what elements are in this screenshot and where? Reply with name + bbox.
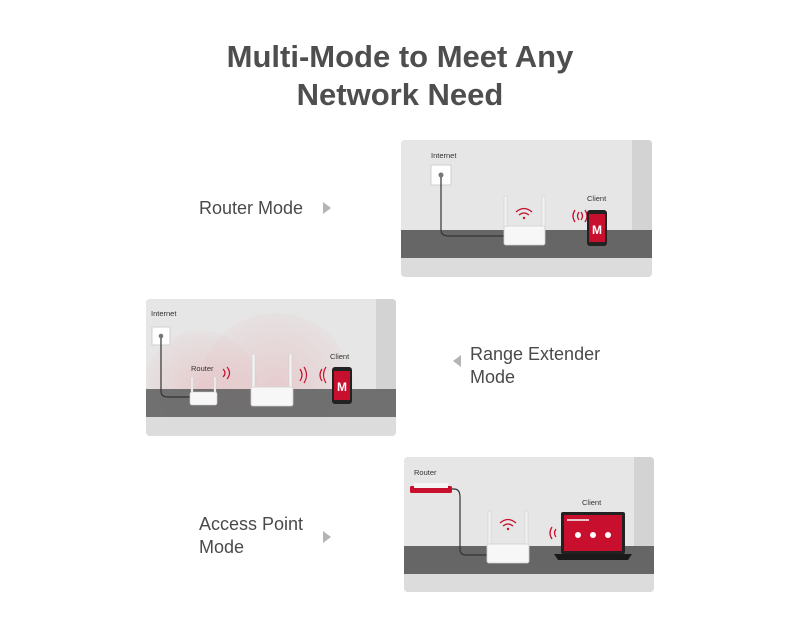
router-icon [486,510,530,564]
wifi-signal-icon [549,526,557,540]
router-icon [503,195,546,246]
internet-label: Internet [431,151,457,160]
phone-icon: M [587,210,607,246]
router-label: Router [414,468,437,477]
access-point-mode-label: Access Point Mode [199,514,304,557]
range-extender-mode-label: Range Extender Mode [470,344,601,387]
phone-logo: M [337,380,347,394]
client-label: Client [587,194,607,203]
client-label: Client [582,498,602,507]
phone-icon: M [332,367,352,404]
internet-label: Internet [151,309,177,318]
title-line-1: Multi-Mode to Meet Any [226,39,574,74]
router-icon [189,376,218,406]
wifi-signal-icon [299,366,327,384]
router-icon [250,353,294,407]
access-point-illustration: Router Client [404,457,654,592]
wall-socket-icon [151,326,171,346]
arrow-left-icon [453,355,461,367]
client-label: Client [330,352,350,361]
arrow-right-icon [323,202,331,214]
phone-logo: M [592,223,602,237]
wifi-signal-icon [222,366,231,380]
laptop-icon [554,512,632,560]
arrow-right-icon [323,531,331,543]
router-mode-label: Router Mode [199,198,304,218]
wifi-signal-icon [499,518,517,531]
router-mode-illustration: Internet Client M [401,140,652,277]
router-label: Router [191,364,214,373]
wifi-signal-icon [515,207,533,220]
router-icon [410,483,452,493]
page-title: Multi-Mode to Meet Any Network Need [0,38,800,114]
range-extender-illustration: Internet Router Client [146,299,396,436]
title-line-2: Network Need [296,77,504,112]
